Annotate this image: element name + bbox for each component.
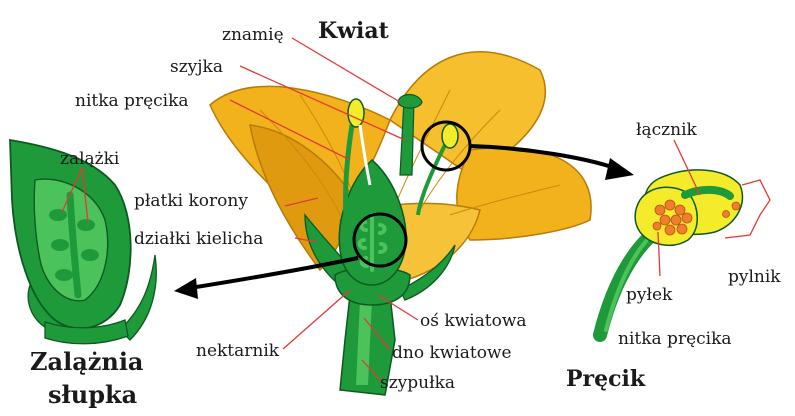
label-connective: łącznik [636,120,698,140]
label-receptacle: dno kwiatowe [392,343,512,363]
label-stigma: znamię [222,25,284,45]
label-ovules: zalążki [60,149,120,169]
title-ovary-line2: słupka [48,380,137,409]
pollen-grain [677,224,687,234]
ovule [77,219,95,231]
stamen-right-anther [442,124,458,148]
pollen-grain [732,202,740,210]
pollen-grain [660,215,670,225]
pollen-grain [675,205,685,215]
ovule [51,239,69,251]
pollen-grain [723,211,730,218]
ovule [49,209,67,221]
pollen-grain [671,215,681,225]
title-ovary-line1: Zalążnia [30,347,143,376]
label-filament-left: nitka pręcika [75,91,189,111]
label-style: szyjka [170,57,223,77]
label-petals: płatki korony [134,191,248,211]
label-anther: pylnik [728,267,781,287]
arrow-head-left [174,278,198,299]
pollen-grain [653,222,661,230]
label-nectary: nektarnik [196,341,280,361]
stamen-left-anther [348,99,364,127]
ovule [55,269,73,281]
pollen-grain [665,200,675,210]
label-filament-right: nitka pręcika [618,329,732,349]
label-pollen: pyłek [626,285,673,305]
label-sepals: działki kielicha [134,229,263,249]
pollen-grain [665,225,675,235]
title-flower: Kwiat [318,18,390,44]
stamen-detail [600,170,770,335]
label-floral-axis: oś kwiatowa [420,311,527,331]
title-stamen: Pręcik [566,366,646,392]
pollen-grain [655,205,665,215]
label-pedicel: szypułka [380,373,455,393]
leader-nectary [283,290,350,349]
arrow-head-right [605,158,634,180]
pollen-grain [682,213,692,223]
ovule [81,249,99,261]
